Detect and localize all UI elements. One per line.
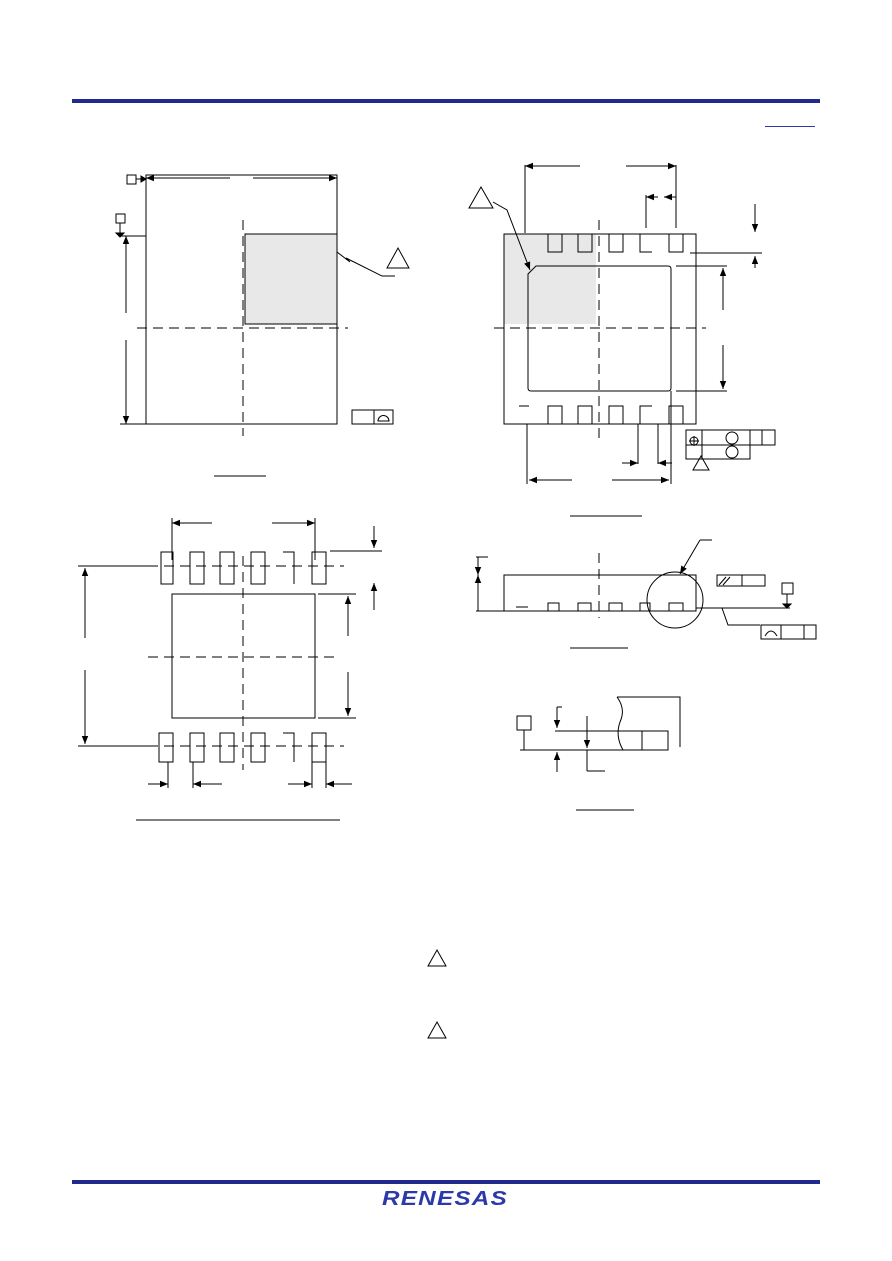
- triangle-icon: [386, 246, 410, 269]
- svg-text:RENESAS: RENESAS: [382, 1188, 508, 1209]
- datum-b-box: [115, 213, 126, 224]
- bottom-view-body: [503, 233, 697, 425]
- datum-box: [516, 715, 532, 731]
- land-bottom-pads: [158, 732, 327, 763]
- footer-rule: [72, 1180, 820, 1184]
- triangle-icon: [427, 948, 447, 967]
- exposed-pad: [527, 265, 672, 392]
- triangle-icon: [468, 185, 494, 209]
- header-rule: [72, 99, 820, 103]
- land-pattern: [78, 518, 382, 821]
- renesas-logo: RENESAS: [382, 1188, 508, 1209]
- side-view: [474, 539, 817, 649]
- land-top-pads: [160, 551, 327, 585]
- bottom-view: [468, 162, 776, 517]
- datum-a-box: [126, 174, 137, 185]
- header-link-underline: [765, 126, 815, 127]
- bottom-pads: [519, 405, 684, 424]
- detail-view: [516, 696, 681, 811]
- flatness-frame: [760, 624, 817, 640]
- triangle-icon: [692, 454, 710, 471]
- detail-circle: [646, 571, 704, 629]
- top-pads: [519, 233, 684, 253]
- profile-arc-icon: [377, 415, 390, 422]
- flatness-icon: [764, 630, 778, 637]
- pin1-index-area: [244, 233, 338, 325]
- top-view: [114, 174, 410, 477]
- profile-frame: [351, 409, 394, 425]
- triangle-icon: [427, 1020, 447, 1039]
- datum-c-box: [781, 582, 794, 595]
- side-view-body: [503, 574, 697, 612]
- notes: [427, 948, 447, 1039]
